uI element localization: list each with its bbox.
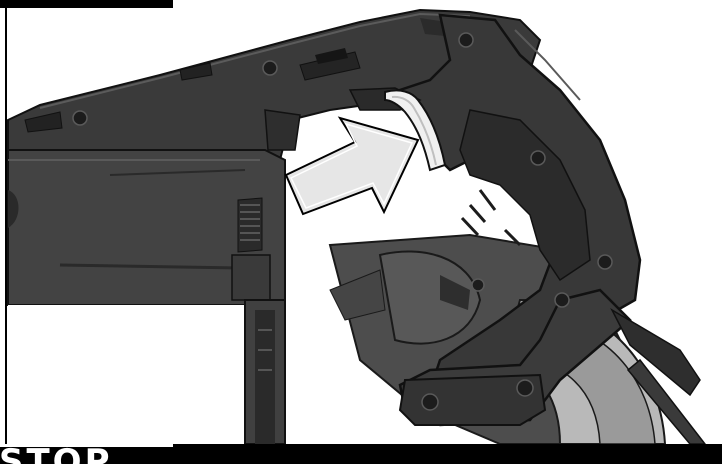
screw-icon [516, 379, 534, 397]
lower-support-arm [398, 288, 707, 445]
screw-icon [554, 292, 570, 308]
screw-icon [530, 150, 546, 166]
band-notch [0, 444, 173, 447]
pointer-arrow-highlight [289, 122, 414, 209]
bottom-band [0, 444, 722, 464]
screw-icon [421, 393, 439, 411]
screw-icon [262, 60, 278, 76]
screw-icon [471, 278, 485, 292]
left-rule-line [5, 8, 7, 446]
screw-icon [597, 254, 613, 270]
header-tab-bar [0, 0, 173, 8]
blade-frame [7, 149, 286, 445]
pointer-arrow-icon [284, 116, 420, 216]
screw-icon [458, 32, 474, 48]
trigger-switch [384, 89, 447, 172]
screw-icon [72, 110, 88, 126]
section-heading: STOP [0, 442, 113, 464]
